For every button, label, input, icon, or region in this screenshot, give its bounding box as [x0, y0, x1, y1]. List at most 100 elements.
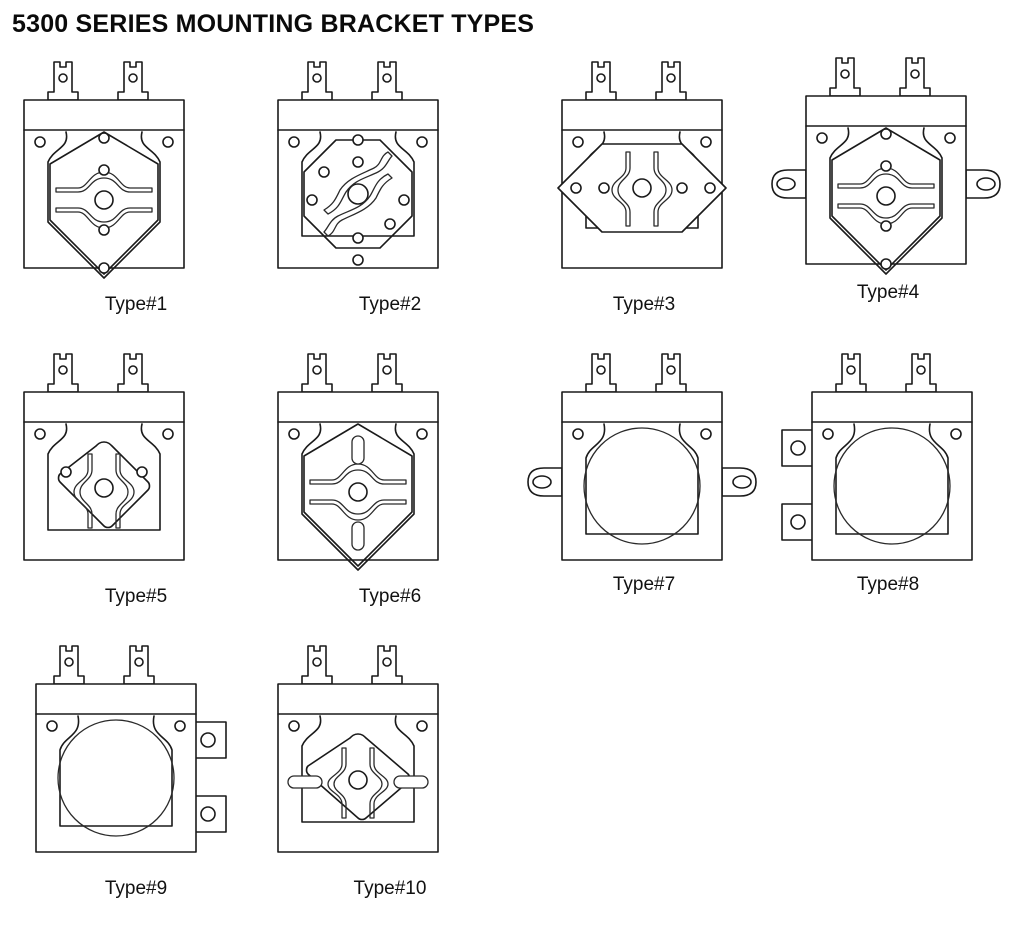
wave-slot-upper — [55, 171, 153, 193]
coil-body — [561, 391, 723, 561]
bracket-contour — [829, 127, 943, 275]
bracket-drawing-type-2 — [262, 52, 518, 292]
plate-hole-top — [98, 132, 110, 144]
mounting-plate-hexagon — [49, 131, 159, 275]
body-hole-left — [288, 720, 300, 732]
vertical-slot-right — [369, 747, 389, 819]
mounting-plate-octagon — [303, 139, 413, 249]
terminal-left-icon — [47, 353, 79, 393]
center-hole — [94, 190, 114, 210]
vertical-slot-right — [653, 151, 673, 227]
wave-slot-upper — [837, 167, 935, 189]
coil-body — [35, 683, 197, 853]
bracket-card-type-6[interactable]: Type#6 — [262, 344, 518, 636]
terminal-left-icon — [47, 61, 79, 101]
type-label-8: Type#8 — [856, 574, 920, 595]
terminal-left-icon — [585, 61, 617, 101]
vertical-slot-left — [73, 453, 93, 529]
wave-slot-lower — [837, 203, 935, 225]
bracket-drawing-type-9 — [8, 636, 264, 876]
body-hole-left — [816, 132, 828, 144]
terminal-right-icon — [905, 353, 937, 393]
type-label-5: Type#5 — [104, 586, 168, 607]
plate-hole-lower-right — [384, 218, 396, 230]
type-label-7: Type#7 — [612, 574, 676, 595]
side-ear-left — [527, 467, 563, 497]
plate-hole-mid-right — [676, 182, 688, 194]
bracket-card-type-1[interactable]: Type#1 — [8, 52, 264, 344]
vertical-slot-right — [115, 453, 135, 529]
bracket-card-type-10[interactable]: Type#10 — [262, 636, 518, 928]
body-hole-right — [174, 720, 186, 732]
bracket-card-type-5[interactable]: Type#5 — [8, 344, 264, 636]
bracket-drawing-type-1 — [8, 52, 264, 292]
bracket-drawing-type-8 — [760, 344, 1016, 584]
body-hole-right — [416, 720, 428, 732]
terminal-right-icon — [899, 57, 931, 97]
type-label-9: Type#9 — [104, 878, 168, 899]
bracket-row-1: Type#1 — [0, 52, 1024, 344]
bracket-drawing-type-6 — [262, 344, 518, 584]
type-label-1: Type#1 — [104, 294, 168, 315]
mounting-plate-hexagon — [831, 127, 941, 271]
body-hole-right — [416, 428, 428, 440]
body-hole-right — [700, 428, 712, 440]
s-slot-lower — [323, 173, 393, 237]
body-hole-right — [950, 428, 962, 440]
bracket-contour — [835, 423, 949, 535]
bracket-contour — [47, 423, 161, 531]
plate-hole-far-right — [704, 182, 716, 194]
bracket-type-grid: Type#1 — [0, 52, 1024, 928]
bracket-card-type-7[interactable]: Type#7 — [516, 344, 772, 636]
plate-hole-upper-mid — [98, 164, 110, 176]
terminal-left-icon — [301, 353, 333, 393]
coil-circle — [833, 427, 951, 545]
terminal-left-icon — [585, 353, 617, 393]
coil-circle — [57, 719, 175, 837]
coil-body — [811, 391, 973, 561]
wave-slot-lower — [309, 499, 407, 521]
plate-hole-bottom — [880, 258, 892, 270]
horizontal-elongated-slot-left — [287, 775, 323, 789]
terminal-right-icon — [655, 353, 687, 393]
bracket-contour — [585, 423, 699, 535]
bracket-drawing-type-4 — [760, 52, 1016, 292]
bracket-card-type-3[interactable]: Type#3 — [516, 52, 772, 344]
side-ear-right — [965, 169, 1001, 199]
body-hole-right — [162, 428, 174, 440]
vertical-elongated-slot-top — [351, 435, 365, 465]
body-hole-right — [700, 136, 712, 148]
bracket-drawing-type-5 — [8, 344, 264, 584]
plate-hole-bottom — [98, 262, 110, 274]
terminal-left-icon — [301, 645, 333, 685]
terminal-right-icon — [655, 61, 687, 101]
plate-hole-lower-mid — [98, 224, 110, 236]
plate-hole-top — [352, 134, 364, 146]
body-hole-left — [288, 428, 300, 440]
body-hole-right — [162, 136, 174, 148]
bracket-card-type-8[interactable]: Type#8 — [760, 344, 1016, 636]
plate-hole-upper-mid — [880, 160, 892, 172]
s-slot-upper — [323, 151, 393, 215]
bracket-row-3: Type#9 — [0, 636, 1024, 928]
bracket-card-type-4[interactable]: Type#4 — [760, 52, 1016, 344]
vertical-slot-left — [327, 747, 347, 819]
body-hole-left — [572, 136, 584, 148]
plate-hole-upper — [352, 156, 364, 168]
plate-hole-top — [880, 128, 892, 140]
bracket-drawing-type-10 — [262, 636, 518, 876]
body-hole-left — [288, 136, 300, 148]
plate-hole-lower-mid — [880, 220, 892, 232]
type-label-3: Type#3 — [612, 294, 676, 315]
body-hole-right — [416, 136, 428, 148]
mounting-plate-hexagon — [303, 423, 413, 567]
coil-circle — [583, 427, 701, 545]
plate-hole-left — [306, 194, 318, 206]
type-label-2: Type#2 — [358, 294, 422, 315]
bracket-card-type-2[interactable]: Type#2 — [262, 52, 518, 344]
plate-hole-right — [398, 194, 410, 206]
bracket-card-type-9[interactable]: Type#9 — [8, 636, 264, 928]
page-title: 5300 SERIES MOUNTING BRACKET TYPES — [12, 10, 535, 38]
body-hole-left — [572, 428, 584, 440]
